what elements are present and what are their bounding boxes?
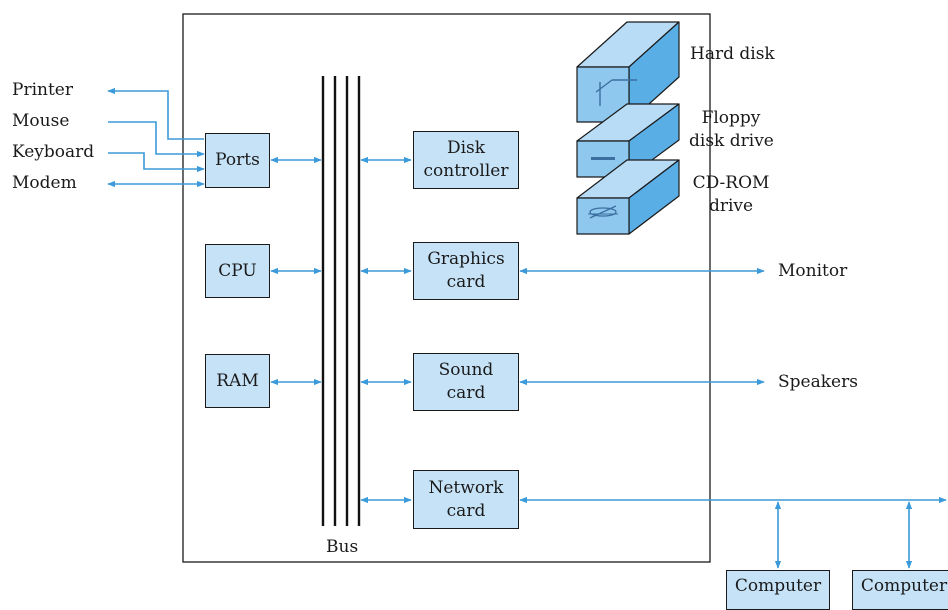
cdrom-drive-icon [576, 159, 680, 235]
speakers-label: Speakers [778, 372, 858, 392]
bus-label: Bus [326, 537, 359, 557]
cpu-label: CPU [218, 260, 257, 281]
computer-node-1: Computer [726, 570, 830, 610]
cpu-box: CPU [205, 244, 270, 298]
graphics-card-box: Graphics card [413, 242, 519, 300]
sound-card-box: Sound card [413, 353, 519, 411]
bus [321, 76, 361, 526]
printer-label: Printer [12, 80, 73, 100]
ram-label: RAM [216, 370, 259, 391]
system-unit-outline [182, 13, 711, 563]
network-card-label: Network card [428, 477, 504, 521]
disk-controller-label: Disk controller [423, 138, 509, 181]
monitor-label: Monitor [778, 261, 848, 281]
floppy-label-line1: Floppy [701, 108, 761, 128]
ports-label: Ports [215, 150, 260, 170]
disk-controller-box: Disk controller [413, 131, 519, 189]
cdrom-label-line2: drive [708, 196, 754, 216]
computer-node-2-label: Computer [860, 576, 948, 596]
external-device-connectors [107, 87, 205, 188]
floppy-label-line2: disk drive [689, 131, 774, 151]
printer-connector [107, 87, 204, 140]
mouse-label: Mouse [12, 111, 70, 131]
mouse-connector [108, 121, 205, 158]
sound-card-label: Sound card [438, 360, 494, 403]
hard-disk-label: Hard disk [690, 44, 775, 64]
output-connections [519, 267, 947, 569]
ports-box: Ports [205, 133, 270, 188]
graphics-card-label: Graphics card [427, 249, 505, 292]
hard-disk-icon [576, 21, 680, 123]
keyboard-connector [108, 152, 205, 173]
modem-label: Modem [12, 173, 77, 193]
network-card-box: Network card [413, 470, 519, 529]
keyboard-label: Keyboard [12, 142, 95, 162]
computer-node-2: Computer [852, 570, 948, 610]
bus-connections [270, 156, 412, 504]
ram-box: RAM [205, 354, 270, 408]
computer-node-1-label: Computer [734, 576, 822, 596]
cdrom-label-line1: CD-ROM [692, 173, 770, 193]
